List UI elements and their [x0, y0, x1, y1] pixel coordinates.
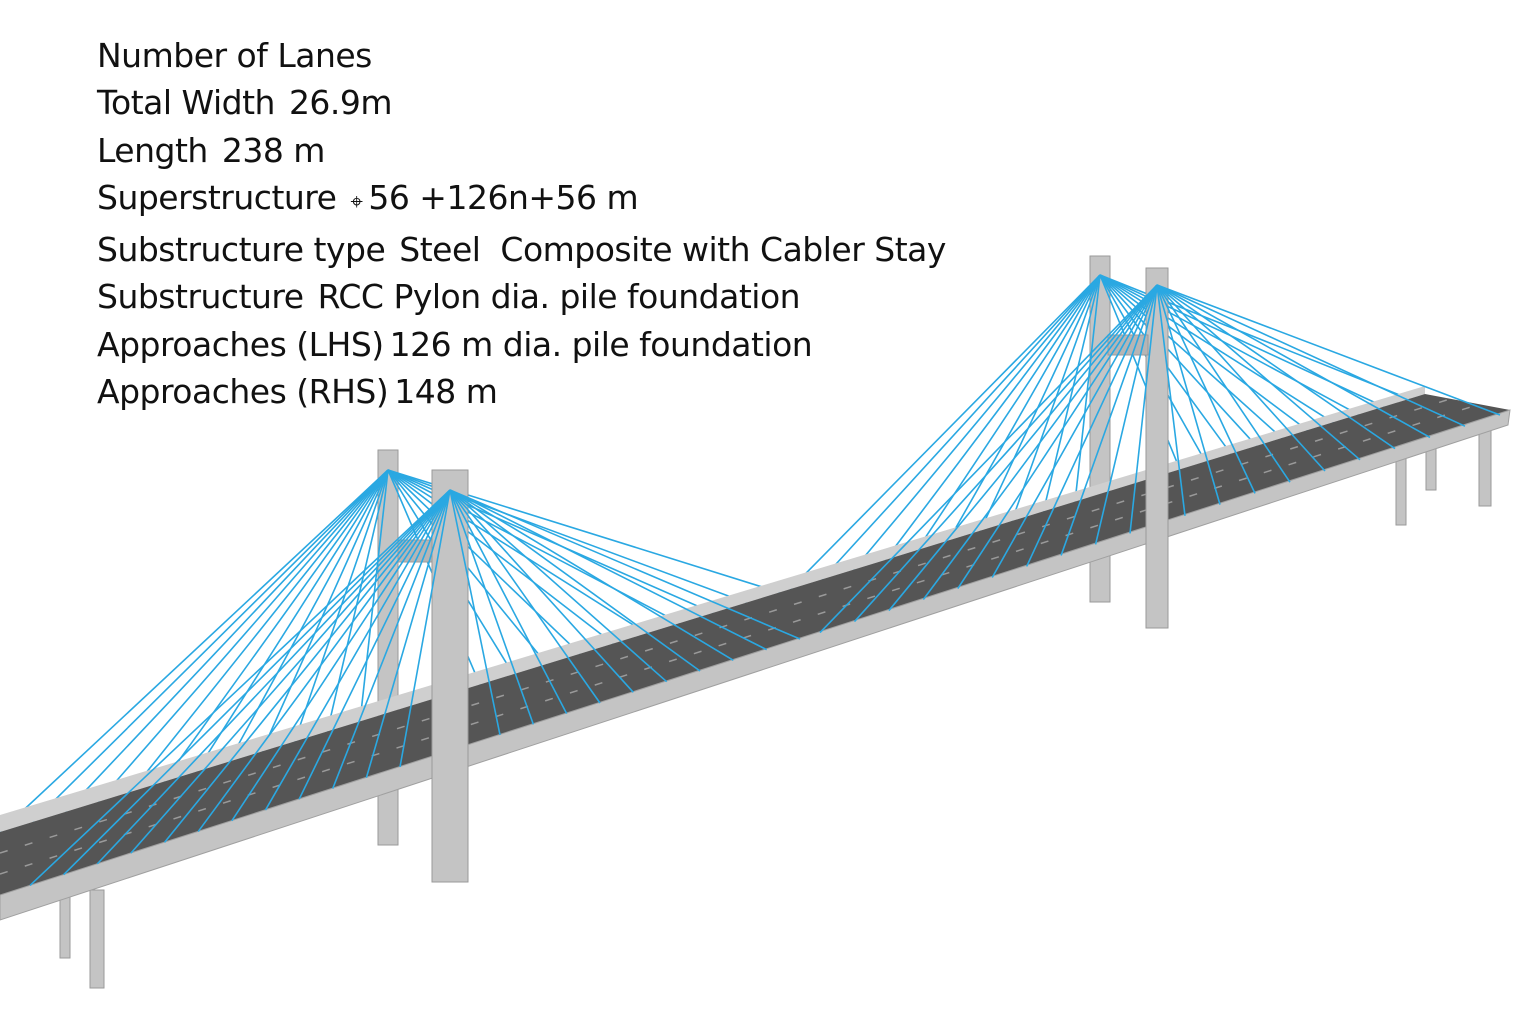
- stay-cable: [449, 489, 801, 640]
- stay-cable: [399, 489, 451, 768]
- stay-cable: [1156, 284, 1466, 427]
- spec-length: Length 238 m: [97, 127, 946, 174]
- stay-cable: [1099, 274, 1309, 432]
- spec-label: Total Width: [97, 83, 275, 123]
- stay-cable: [1156, 284, 1501, 416]
- spec-label: Number of Lanes: [97, 36, 372, 75]
- stay-cable: [1042, 274, 1101, 512]
- spec-label: Approaches (LHS): [97, 324, 384, 364]
- stay-cable: [1025, 284, 1158, 567]
- stay-cable: [821, 274, 1101, 581]
- stay-cable: [1129, 284, 1158, 534]
- stay-cable: [29, 489, 451, 886]
- spec-value: 126 m dia. pile foundation: [389, 324, 813, 364]
- stay-cable: [449, 489, 734, 662]
- spec-label: Substructure type: [97, 230, 386, 270]
- stay-cable: [991, 284, 1158, 578]
- spec-total-width: Total Width 26.9m: [97, 79, 946, 126]
- deck-parapet: [0, 386, 1425, 832]
- stay-cable: [916, 274, 1101, 552]
- stay-cable: [449, 489, 568, 715]
- stay-cable: [947, 274, 1101, 542]
- lane-marking: [0, 398, 1451, 854]
- stay-cable: [957, 284, 1158, 589]
- stay-cable: [162, 469, 389, 783]
- stay-cable: [1156, 284, 1221, 505]
- stay-cable: [96, 489, 451, 865]
- stay-cable: [449, 489, 501, 736]
- spec-value: Steel Composite with Cabler Stay: [399, 230, 946, 270]
- stay-cable: [264, 489, 451, 811]
- stay-cable: [449, 489, 768, 651]
- stay-cable: [449, 489, 535, 725]
- stay-cable: [1156, 284, 1326, 472]
- stay-cable: [884, 274, 1101, 561]
- stay-cable: [387, 469, 648, 635]
- stay-cable: [97, 469, 389, 803]
- stay-cable: [195, 469, 389, 773]
- stay-cable: [1094, 284, 1158, 545]
- stay-cable: [261, 469, 389, 752]
- stay-cable: [1074, 274, 1101, 503]
- stay-cable: [130, 489, 451, 854]
- stay-cable: [449, 489, 601, 704]
- cursor-icon: ⌖: [350, 189, 363, 215]
- spec-value: 26.9m: [288, 83, 393, 123]
- stay-cable: [331, 489, 451, 789]
- stay-cable: [1156, 284, 1256, 494]
- spec-lanes: Number of Lanes: [97, 32, 946, 79]
- stay-cable: [32, 469, 389, 823]
- stay-cable: [853, 284, 1158, 623]
- spec-label: Superstructure: [97, 177, 337, 217]
- stay-cable: [228, 469, 389, 763]
- stay-cable: [231, 489, 451, 822]
- spec-substructure-type: Substructure type Steel Composite with Ca…: [97, 226, 946, 273]
- stay-cable: [1156, 284, 1361, 461]
- stay-cable: [163, 489, 451, 843]
- stay-cable: [888, 284, 1158, 612]
- stay-cable: [387, 469, 614, 645]
- spec-label: Approaches (RHS): [97, 372, 389, 412]
- spec-value: 148 m: [394, 372, 498, 412]
- bridge-spec-list: Number of Lanes Total Width 26.9m Length 2…: [97, 32, 946, 415]
- stay-cable: [387, 469, 581, 655]
- stay-cable: [365, 489, 451, 778]
- stay-cable: [449, 489, 668, 683]
- stay-cable: [0, 469, 389, 833]
- spec-label: Length: [97, 130, 208, 170]
- stay-cable: [1099, 274, 1334, 424]
- stay-cable: [298, 489, 451, 800]
- stay-cable: [64, 469, 389, 813]
- spec-approaches-rhs: Approaches (RHS)148 m: [97, 368, 946, 415]
- stay-cable: [449, 489, 701, 672]
- spec-label: Substructure: [97, 277, 304, 317]
- stay-cable: [197, 489, 451, 833]
- deck-girder: [0, 409, 1511, 921]
- spec-value: 238 m: [221, 130, 326, 170]
- stay-cable: [1156, 284, 1186, 516]
- spec-value: RCC Pylon dia. pile foundation: [317, 277, 801, 317]
- stay-cable: [852, 274, 1101, 571]
- spec-value: 56 +126n+56 m: [368, 177, 639, 217]
- stay-cable: [1156, 284, 1396, 450]
- stay-cable: [789, 274, 1101, 591]
- stay-cable: [1060, 284, 1158, 556]
- stay-cable: [130, 469, 389, 793]
- pylon-front-right: [1145, 267, 1169, 629]
- stay-cable: [1156, 284, 1431, 439]
- stay-cable: [979, 274, 1101, 532]
- stay-cable: [326, 469, 389, 732]
- spec-approaches-lhs: Approaches (LHS)126 m dia. pile foundati…: [97, 321, 946, 368]
- stay-cable: [449, 489, 634, 693]
- stay-cable: [819, 284, 1158, 634]
- stay-cable: [1156, 284, 1291, 483]
- pylon-front-left: [431, 469, 469, 883]
- approach-pier: [89, 889, 105, 989]
- stay-cable: [922, 284, 1158, 601]
- stay-cable: [63, 489, 451, 876]
- spec-substructure: Substructure RCC Pylon dia. pile foundati…: [97, 273, 946, 320]
- spec-superstructure: Superstructure ⌖56 +126n+56 m: [97, 174, 946, 226]
- stay-cable: [359, 469, 389, 722]
